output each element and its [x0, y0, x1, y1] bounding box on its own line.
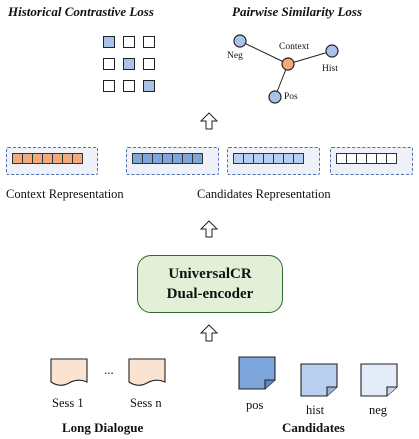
- session-n-label: Sess n: [130, 396, 162, 410]
- node-hist: [325, 44, 339, 58]
- node-pos: [268, 90, 282, 104]
- universalcr-dual-encoder: UniversalCR Dual-encoder: [137, 255, 283, 313]
- sessions-ellipsis: ...: [104, 362, 114, 377]
- matrix-cell: [123, 36, 135, 48]
- context-representation-box: [6, 147, 98, 175]
- graph-label-hist: Hist: [322, 64, 338, 74]
- candidate-representation-pos-box: [126, 147, 219, 175]
- candidate-hist-document-icon: [300, 363, 338, 397]
- matrix-cell: [103, 80, 115, 92]
- candidate-neg-label: neg: [369, 403, 388, 417]
- candidate-neg-document-icon: [360, 363, 398, 397]
- up-arrow-icon: [199, 220, 219, 238]
- up-arrow-icon: [199, 324, 219, 342]
- candidate-representation-neg-box: [330, 147, 413, 175]
- matrix-cell-diagonal: [143, 80, 155, 92]
- graph-label-neg: Neg: [227, 51, 243, 61]
- session-1-label: Sess 1: [52, 396, 84, 410]
- graph-label-context: Context: [279, 42, 310, 52]
- encoder-title-line1: UniversalCR: [168, 266, 252, 282]
- encoder-title-line2: Dual-encoder: [166, 286, 254, 302]
- candidate-pos-label: pos: [246, 398, 264, 412]
- graph-label-pos: Pos: [284, 92, 298, 102]
- edge-context-hist: [287, 50, 333, 65]
- matrix-cell: [103, 58, 115, 70]
- edge-neg-context: [239, 40, 289, 65]
- matrix-cell-diagonal: [103, 36, 115, 48]
- candidates-representation-label: Candidates Representation: [197, 187, 331, 201]
- matrix-cell-diagonal: [123, 58, 135, 70]
- long-dialogue-label: Long Dialogue: [62, 420, 144, 435]
- candidates-label: Candidates: [282, 420, 345, 435]
- historical-contrastive-loss-title: Historical Contrastive Loss: [8, 4, 154, 19]
- candidate-pos-document-icon: [238, 356, 276, 390]
- matrix-cell: [143, 36, 155, 48]
- similarity-graph: [233, 34, 339, 104]
- candidate-hist-label: hist: [306, 403, 325, 417]
- session-1-document-icon: [50, 358, 88, 386]
- up-arrow-icon: [199, 112, 219, 130]
- session-n-document-icon: [128, 358, 166, 386]
- matrix-cell: [123, 80, 135, 92]
- matrix-cell: [143, 58, 155, 70]
- candidate-representation-hist-box: [227, 147, 320, 175]
- context-representation-label: Context Representation: [6, 187, 124, 201]
- node-neg: [233, 34, 247, 48]
- node-context: [281, 57, 295, 71]
- pairwise-similarity-loss-title: Pairwise Similarity Loss: [232, 4, 363, 19]
